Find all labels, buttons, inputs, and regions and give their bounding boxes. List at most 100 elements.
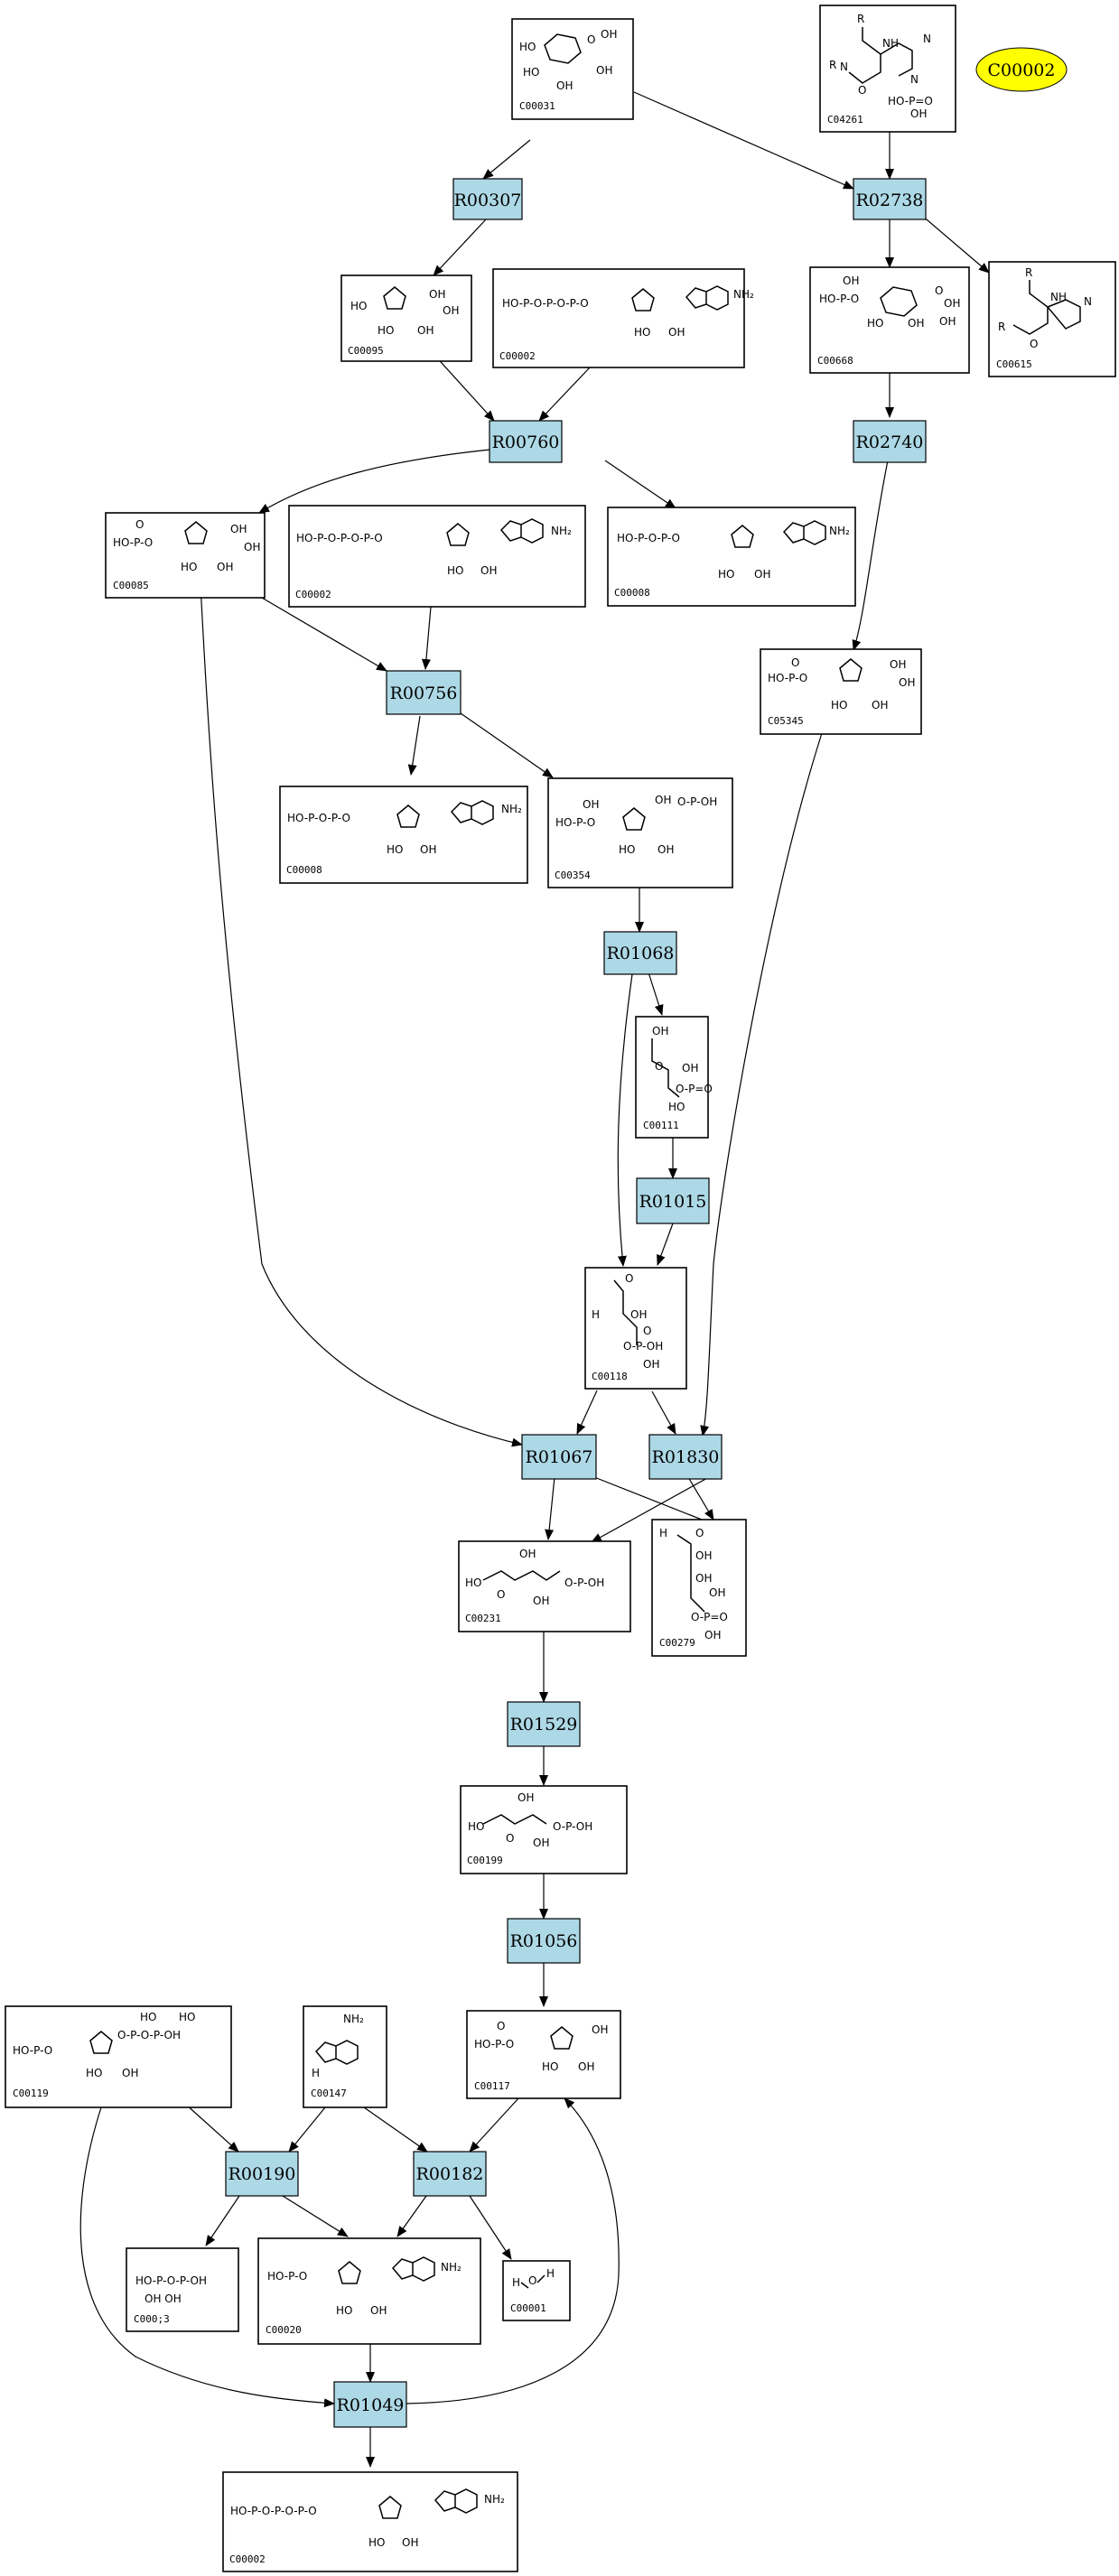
compound-id: C00199 [467,1855,503,1866]
edge [282,2195,349,2237]
reaction-node[interactable]: R01830 [648,1434,723,1480]
compound-id: C00001 [510,2302,546,2314]
svg-text:OH: OH [592,2023,608,2036]
svg-text:OH: OH [652,1025,668,1037]
edge [604,460,676,509]
edge [469,2097,519,2153]
highlight-node[interactable]: C00002 [975,47,1068,92]
compound-id: C00354 [555,870,591,881]
svg-text:O-P-OH: O-P-OH [677,795,717,808]
reaction-node[interactable]: R01067 [521,1434,597,1480]
svg-text:O: O [135,518,144,531]
svg-text:OH: OH [533,1837,549,1849]
reaction-node[interactable]: R00307 [452,178,523,220]
svg-text:HO: HO [519,41,536,53]
edge [482,139,531,180]
svg-text:HO: HO [465,1576,481,1589]
svg-text:OH: OH [754,568,770,581]
svg-text:HO-P-O: HO-P-O [819,293,859,305]
svg-text:HO: HO [718,568,734,581]
svg-text:OH: OH [122,2067,138,2079]
compound-node[interactable]: OHO OHO-P=OHO C00111 [635,1016,713,1139]
edge [363,2106,428,2153]
svg-text:NH: NH [882,37,899,50]
compound-id: C05345 [768,715,804,727]
reaction-node[interactable]: R00756 [386,670,462,715]
svg-text:O: O [497,1588,505,1601]
reaction-node[interactable]: R00190 [225,2151,299,2197]
edge [406,2097,620,2404]
svg-text:OH: OH [709,1586,725,1599]
reaction-node[interactable]: R02738 [853,178,927,220]
reaction-node[interactable]: R01015 [636,1177,710,1224]
edge [184,2103,239,2153]
reaction-id: R02738 [856,191,924,210]
reaction-node[interactable]: R01056 [507,1918,581,1964]
compound-node[interactable]: RNH RON C00615 [988,261,1116,377]
reaction-id: R00182 [416,2164,484,2184]
svg-text:HO: HO [387,843,403,856]
reaction-node[interactable]: R02740 [853,420,927,463]
compound-node[interactable]: HO-P-O-P-OH OH OH C000;3 [126,2247,239,2332]
compound-id: C04261 [827,114,863,126]
edge [288,2106,326,2153]
reaction-node[interactable]: R01049 [333,2381,407,2428]
svg-text:OH: OH [443,304,459,317]
svg-text:O: O [935,284,943,297]
reaction-id: R01015 [639,1192,707,1212]
compound-id: C00020 [266,2324,302,2336]
compound-id: C00147 [311,2088,347,2099]
reaction-id: R01068 [607,944,675,963]
svg-text:OH: OH [480,564,497,577]
svg-text:HO: HO [447,564,463,577]
svg-text:O: O [587,33,595,46]
svg-text:O: O [497,2020,505,2032]
svg-text:O: O [791,656,799,669]
svg-text:O: O [506,1832,514,1845]
svg-text:OH: OH [657,843,674,856]
svg-text:OH: OH [695,1549,712,1562]
svg-text:O: O [655,1060,663,1073]
svg-text:OH: OH [668,326,685,339]
compound-id: C00119 [13,2088,49,2099]
svg-text:OH: OH [939,315,956,328]
reaction-node[interactable]: R01529 [507,1701,581,1747]
reaction-node[interactable]: R00760 [489,420,563,463]
compound-id: C00111 [643,1120,679,1131]
svg-text:HO: HO [179,2011,195,2023]
reaction-node[interactable]: R00182 [413,2151,487,2197]
compound-id: C00279 [659,1637,695,1649]
svg-text:OH: OH [944,297,960,310]
svg-text:HO-P-O: HO-P-O [113,536,153,549]
svg-text:HO-P-O-P-O-P-O: HO-P-O-P-O-P-O [230,2505,317,2517]
svg-text:HO-P-O: HO-P-O [267,2270,307,2283]
edge [469,2195,512,2260]
edge [433,219,487,276]
reaction-node[interactable]: R01068 [603,931,677,975]
svg-text:R: R [857,13,864,25]
svg-text:OH: OH [682,1062,698,1074]
svg-text:NH₂: NH₂ [441,2261,462,2274]
svg-text:OH: OH [872,699,888,711]
